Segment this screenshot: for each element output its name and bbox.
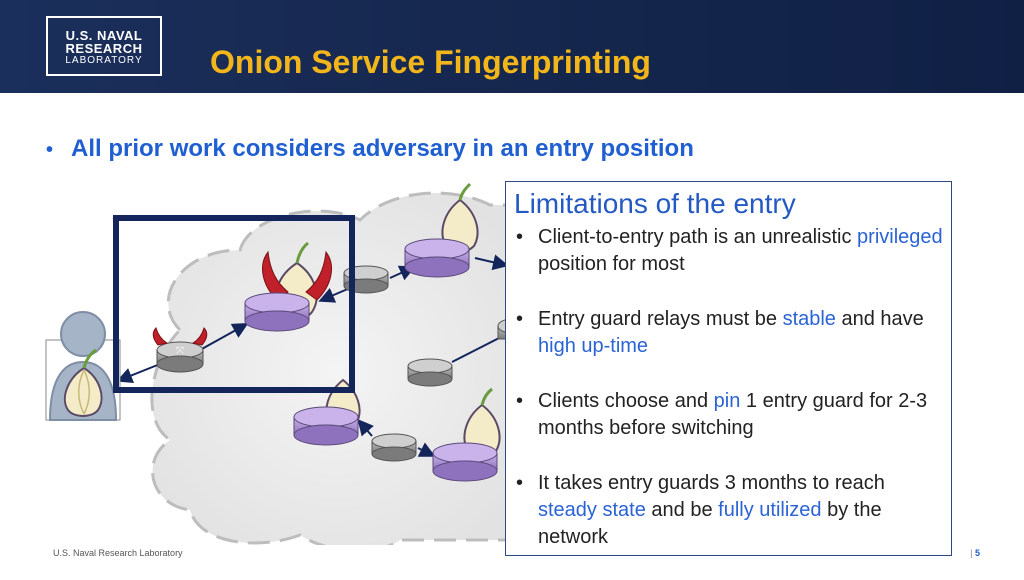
item-text: Clients choose and: [538, 390, 714, 412]
item-text: 1 entry guard for 2-3 months before swit…: [538, 390, 928, 439]
item-highlight: fully utilized: [718, 499, 822, 521]
entry-highlight-box: [113, 215, 355, 393]
item-text: position for most: [538, 253, 685, 275]
page-number: 5: [974, 548, 980, 558]
item-marker: •: [516, 472, 524, 494]
tor-cloud: [150, 191, 520, 545]
item-highlight: pin: [713, 390, 741, 412]
onion-icon: [441, 182, 479, 253]
page-separator: |: [970, 548, 973, 558]
svg-text:⤧: ⤧: [176, 346, 184, 357]
main-bullet-text: All prior work considers adversary in an…: [71, 135, 694, 162]
limitations-panel: Limitations of the entry • Client-to-ent…: [505, 181, 952, 556]
footer-organization: U.S. Naval Research Laboratory: [53, 548, 183, 558]
item-highlight: stable: [782, 308, 836, 330]
slide-title: Onion Service Fingerprinting: [210, 44, 651, 80]
tor-network-diagram: ⤧: [45, 182, 520, 545]
router-icon: [407, 358, 453, 387]
devil-horns-icon: [152, 327, 208, 346]
limitation-item: • It takes entry guards 3 months to reac…: [516, 470, 948, 551]
link-lower-right: [451, 334, 506, 363]
router-icon: [244, 292, 310, 332]
link-guard-entry: [199, 323, 249, 351]
main-bullet: • All prior work considers adversary in a…: [46, 135, 694, 163]
header-bar: U.S. NAVAL RESEARCH LABORATORY Onion Ser…: [0, 0, 1024, 93]
link-lower-left: [357, 418, 374, 437]
logo-line-2: RESEARCH: [65, 41, 143, 56]
limitation-item: • Entry guard relays must be stable and …: [516, 306, 948, 360]
footer-page: | 5: [970, 548, 980, 558]
item-highlight: high up-time: [538, 335, 649, 357]
router-icon: [371, 433, 417, 462]
item-marker: •: [516, 390, 524, 412]
nrl-logo: U.S. NAVAL RESEARCH LABORATORY: [46, 16, 162, 76]
router-icon: [293, 406, 359, 446]
item-marker: •: [516, 308, 524, 330]
item-highlight: steady state: [538, 499, 646, 521]
logo-line-1: U.S. NAVAL: [65, 28, 143, 43]
item-text: Client-to-entry path is an unrealistic: [538, 226, 858, 248]
onion-icon: [63, 348, 103, 417]
router-icon: [404, 238, 470, 278]
logo-line-3: LABORATORY: [65, 55, 143, 66]
devil-horns-icon: [262, 250, 332, 301]
item-marker: •: [516, 226, 524, 248]
item-text: by the network: [538, 499, 882, 548]
link-lower-mid: [417, 442, 436, 457]
item-text: and be: [645, 499, 719, 521]
item-text: and have: [835, 308, 924, 330]
bullet-marker: •: [46, 139, 54, 161]
link-client-guard: [116, 363, 161, 383]
router-icon: [432, 442, 498, 482]
limitation-item: • Clients choose and pin 1 entry guard f…: [516, 388, 948, 442]
item-text: Entry guard relays must be: [538, 308, 783, 330]
limitation-item: • Client-to-entry path is an unrealistic…: [516, 224, 948, 278]
panel-title: Limitations of the entry: [514, 188, 796, 219]
link-entry-relay: [318, 287, 351, 303]
user-icon: [45, 311, 121, 421]
link-middle-right: [474, 254, 509, 271]
router-icon: ⤧: [156, 341, 204, 373]
item-highlight: privileged: [857, 226, 943, 248]
item-text: It takes entry guards 3 months to reach: [538, 472, 885, 494]
network-links: [116, 254, 509, 457]
